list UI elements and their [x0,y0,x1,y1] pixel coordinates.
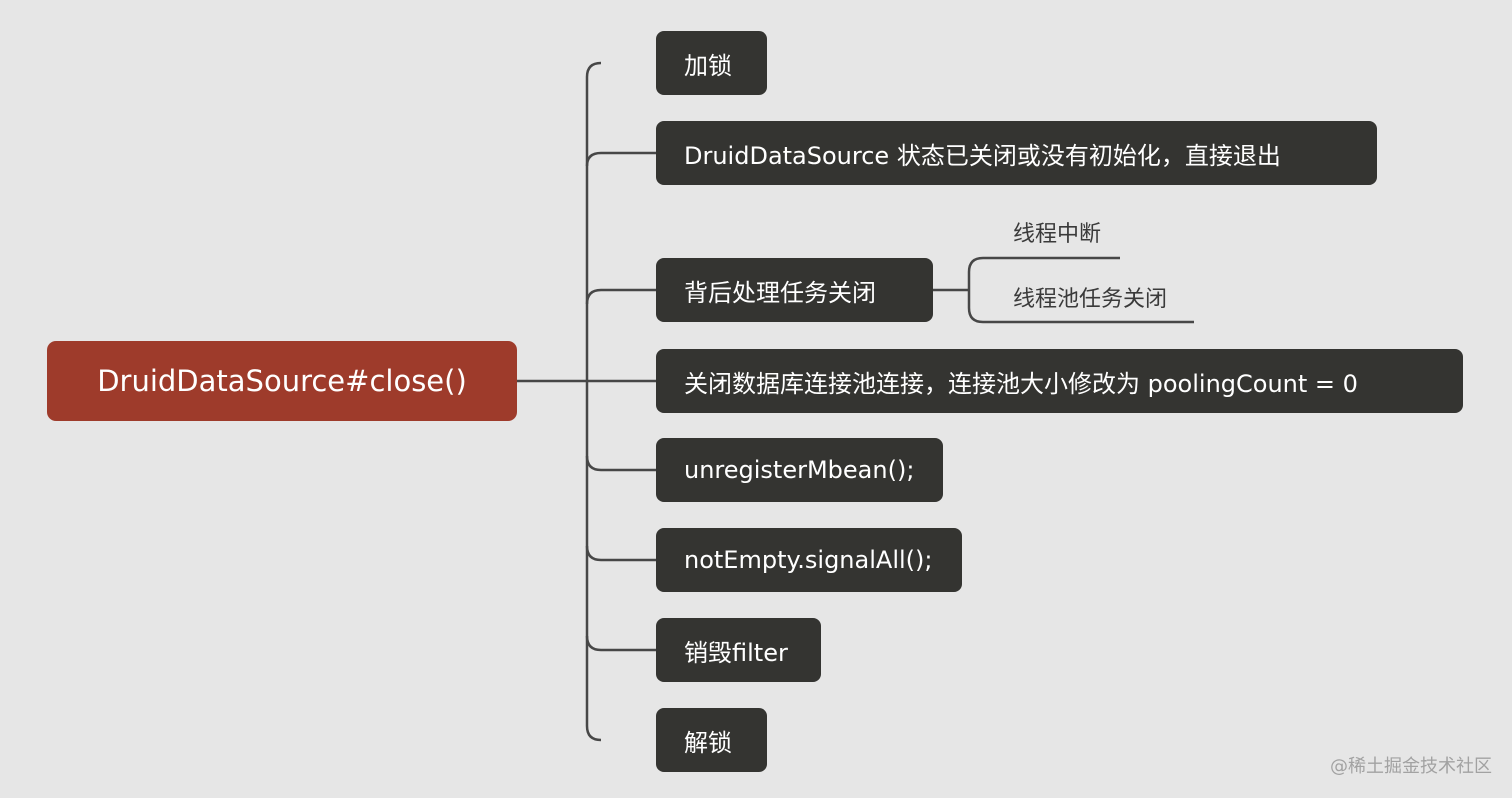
branch-connector-6 [585,545,656,562]
child-node-unregister-mbean[interactable]: unregisterMbean(); [656,438,943,502]
child-node-early-exit[interactable]: DruidDataSource 状态已关闭或没有初始化，直接退出 [656,121,1377,185]
sub-branch-line [967,256,984,324]
child-node-close-connections[interactable]: 关闭数据库连接池连接，连接池大小修改为 poolingCount = 0 [656,349,1463,413]
trunk-line [585,61,602,742]
root-node[interactable]: DruidDataSource#close() [47,341,517,421]
child-node-lock[interactable]: 加锁 [656,31,767,95]
branch-connector-3 [585,288,656,305]
child-node-signal-all[interactable]: notEmpty.signalAll(); [656,528,962,592]
branch-connector-7 [585,635,656,652]
branch-connector-2 [585,151,656,167]
child-node-destroy-filter[interactable]: 销毁filter [656,618,821,682]
branch-connector-5 [585,455,656,472]
sub-node-thread-interrupt[interactable]: 线程中断 [1013,222,1102,247]
child-node-background-tasks[interactable]: 背后处理任务关闭 [656,258,933,322]
child-node-unlock[interactable]: 解锁 [656,708,767,772]
watermark: @稀土掘金技术社区 [1330,756,1492,777]
sub-node-thread-pool-close[interactable]: 线程池任务关闭 [1013,287,1168,312]
